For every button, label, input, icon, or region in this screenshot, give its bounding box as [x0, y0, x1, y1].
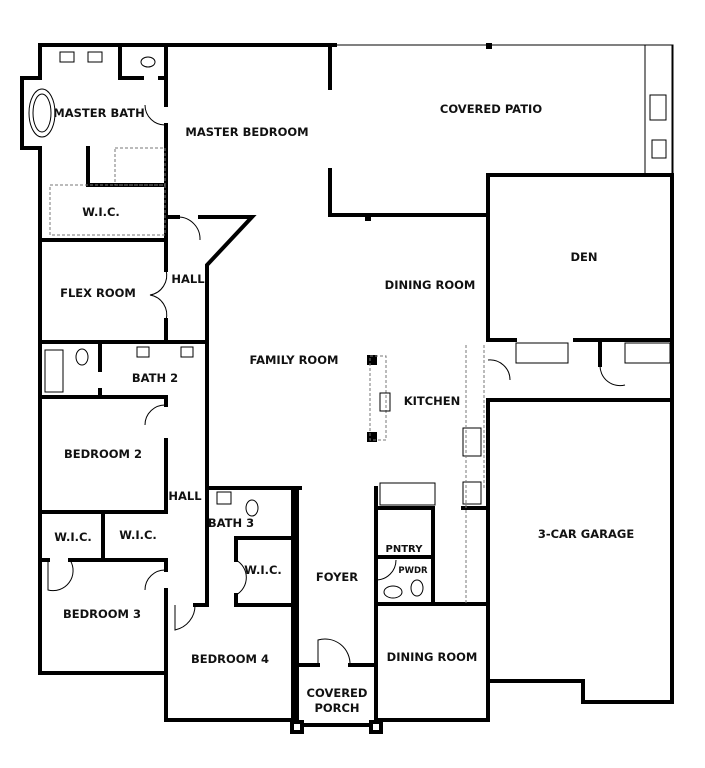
- walls: [20, 43, 674, 727]
- label-family-room: FAMILY ROOM: [250, 353, 339, 367]
- label-master-bath: MASTER BATH: [53, 106, 144, 120]
- label-wic-3: W.I.C.: [244, 563, 282, 577]
- label-bedroom-2: BEDROOM 2: [64, 447, 142, 461]
- fixtures: [28, 51, 671, 605]
- label-bedroom-3: BEDROOM 3: [63, 607, 141, 621]
- label-wic-master: W.I.C.: [82, 205, 120, 219]
- label-covered-patio: COVERED PATIO: [440, 102, 542, 116]
- label-wic-2: W.I.C.: [119, 528, 157, 542]
- label-covered-porch-line1: COVERED: [307, 686, 368, 700]
- label-hall-upper: HALL: [171, 272, 205, 286]
- label-flex-room: FLEX ROOM: [60, 286, 136, 300]
- label-hall-lower: HALL: [168, 489, 202, 503]
- label-powder: PWDR: [398, 566, 428, 576]
- label-dining-room-upper: DINING ROOM: [385, 278, 476, 292]
- label-den: DEN: [570, 250, 597, 264]
- label-foyer: FOYER: [316, 570, 358, 584]
- doors: [47, 104, 626, 666]
- room-labels: MASTER BATH MASTER BEDROOM COVERED PATIO…: [53, 102, 634, 715]
- label-bath-3: BATH 3: [208, 516, 254, 530]
- label-master-bedroom: MASTER BEDROOM: [185, 125, 308, 139]
- label-wic-1: W.I.C.: [54, 530, 92, 544]
- label-garage: 3-CAR GARAGE: [538, 527, 635, 541]
- label-dining-room-lower: DINING ROOM: [387, 650, 478, 664]
- label-bedroom-4: BEDROOM 4: [191, 652, 269, 666]
- label-pantry: PNTRY: [386, 544, 424, 555]
- label-bath-2: BATH 2: [132, 371, 178, 385]
- columns: [290, 215, 383, 734]
- label-kitchen: KITCHEN: [404, 394, 461, 408]
- label-covered-porch-line2: PORCH: [314, 701, 359, 715]
